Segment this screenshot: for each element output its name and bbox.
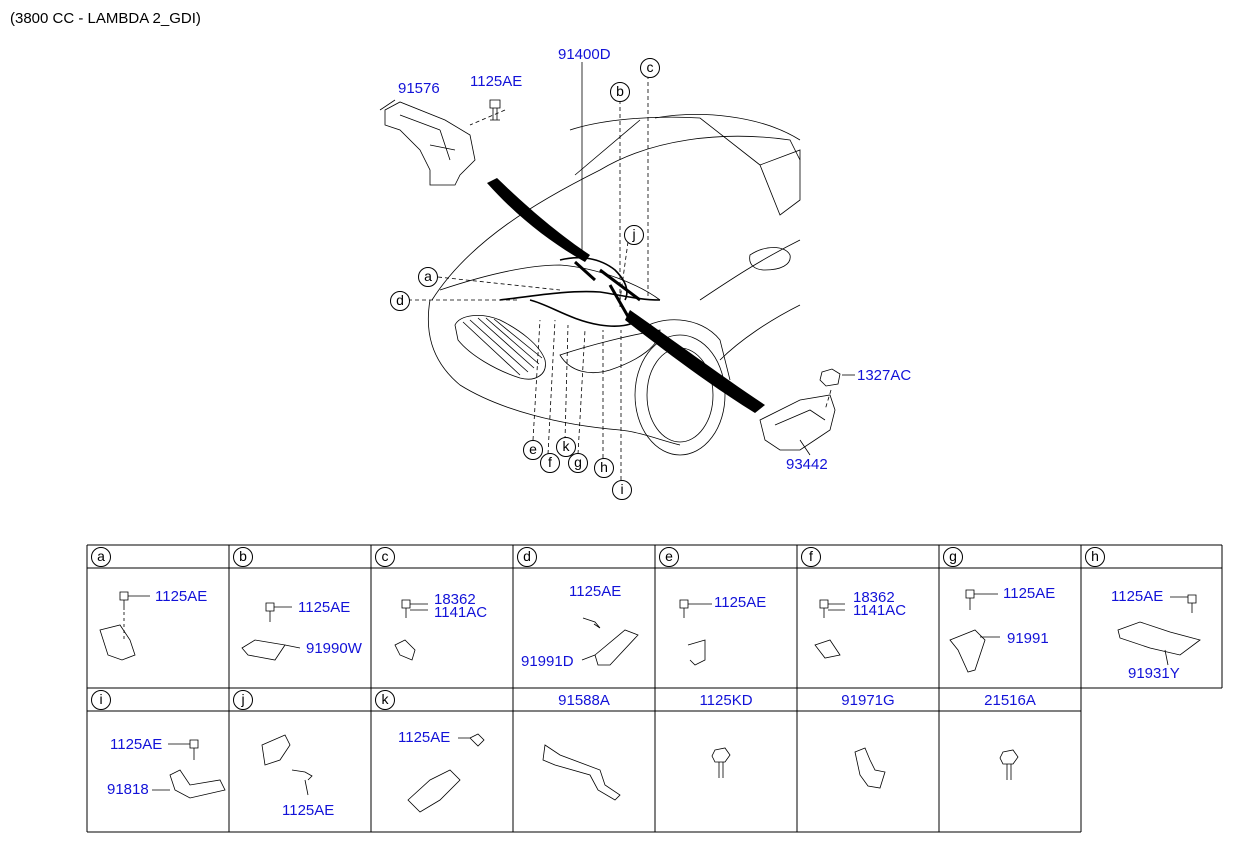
car-front-bumper <box>427 299 681 446</box>
cell-header-h: h <box>1085 547 1105 567</box>
cell-header-d: d <box>517 547 537 567</box>
bracket-93442-art <box>759 394 836 451</box>
cell-header-g: g <box>943 547 963 567</box>
cell-header-a: a <box>91 547 111 567</box>
callout-j[interactable]: j <box>624 225 644 245</box>
nut-1327AC-art <box>819 368 841 387</box>
cell-header-e: e <box>659 547 679 567</box>
cell-c-part-1141AC[interactable]: 1141AC <box>434 604 488 621</box>
cell-header-b: b <box>233 547 253 567</box>
cell-header-k: k <box>375 690 395 710</box>
callout-b[interactable]: b <box>610 82 630 102</box>
cell-e-part-1125AE[interactable]: 1125AE <box>714 594 767 611</box>
callout-d[interactable]: d <box>390 291 410 311</box>
cell-h-part-91931Y[interactable]: 91931Y <box>1128 665 1180 682</box>
callout-f[interactable]: f <box>540 453 560 473</box>
car-hood-front <box>439 264 661 301</box>
cell-a-part-1125AE[interactable]: 1125AE <box>155 588 208 605</box>
cell-b-part-1125AE[interactable]: 1125AE <box>298 599 351 616</box>
car-grille <box>454 315 546 380</box>
cell-header-c: c <box>375 547 395 567</box>
cell-header-i: i <box>91 690 111 710</box>
part-91400D-label[interactable]: 91400D <box>558 46 611 63</box>
callout-e[interactable]: e <box>523 440 543 460</box>
cell-header-1125KD[interactable]: 1125KD <box>699 692 753 709</box>
cell-f-part-18362[interactable]: 18362 <box>853 589 895 606</box>
car-headlight <box>559 329 661 373</box>
callout-a[interactable]: a <box>418 267 438 287</box>
cell-k-part-1125AE[interactable]: 1125AE <box>398 729 451 746</box>
callout-c[interactable]: c <box>640 58 660 78</box>
car-front-wheel <box>634 334 726 456</box>
callout-h[interactable]: h <box>594 458 614 478</box>
cell-i-part-1125AE[interactable]: 1125AE <box>110 736 163 753</box>
cell-g-part-91991[interactable]: 91991 <box>1007 630 1049 647</box>
car-side-line <box>699 239 801 301</box>
cell-j-part-1125AE[interactable]: 1125AE <box>282 802 335 819</box>
part-93442-label[interactable]: 93442 <box>786 456 828 473</box>
cell-header-91588A[interactable]: 91588A <box>558 692 610 709</box>
car-hood-outline <box>431 135 801 301</box>
cell-d-part-1125AE[interactable]: 1125AE <box>569 583 622 600</box>
harness-sash-lower <box>625 310 765 413</box>
callout-k[interactable]: k <box>556 437 576 457</box>
parts-table-grid <box>86 544 1223 833</box>
car-lower-side <box>719 304 801 361</box>
cell-g-part-1125AE[interactable]: 1125AE <box>1003 585 1056 602</box>
callout-g[interactable]: g <box>568 453 588 473</box>
car-mirror <box>749 247 791 271</box>
car-windshield <box>569 116 761 176</box>
cell-b-part-91990W[interactable]: 91990W <box>306 640 362 657</box>
cell-h-part-1125AE[interactable]: 1125AE <box>1111 588 1164 605</box>
cell-header-f: f <box>801 547 821 567</box>
cell-i-part-91818[interactable]: 91818 <box>107 781 149 798</box>
car-roof <box>654 114 801 141</box>
cell-header-21516A[interactable]: 21516A <box>984 692 1036 709</box>
cell-f-part-1141AC[interactable]: 1141AC <box>853 602 907 619</box>
part-1327AC-label[interactable]: 1327AC <box>857 367 912 384</box>
cell-c-part-18362[interactable]: 18362 <box>434 591 476 608</box>
callout-i[interactable]: i <box>612 480 632 500</box>
diagram-title: (3800 CC - LAMBDA 2_GDI) <box>10 10 201 27</box>
cell-header-91971G[interactable]: 91971G <box>841 692 895 709</box>
cell-d-part-91991D[interactable]: 91991D <box>521 653 574 670</box>
bolt-1125AE-art <box>489 99 501 121</box>
harness-sash-upper <box>487 178 590 262</box>
cell-header-j: j <box>233 690 253 710</box>
bracket-91576-art <box>384 101 476 186</box>
part-91576-label[interactable]: 91576 <box>398 80 440 97</box>
part-1125AE-label[interactable]: 1125AE <box>470 73 523 90</box>
